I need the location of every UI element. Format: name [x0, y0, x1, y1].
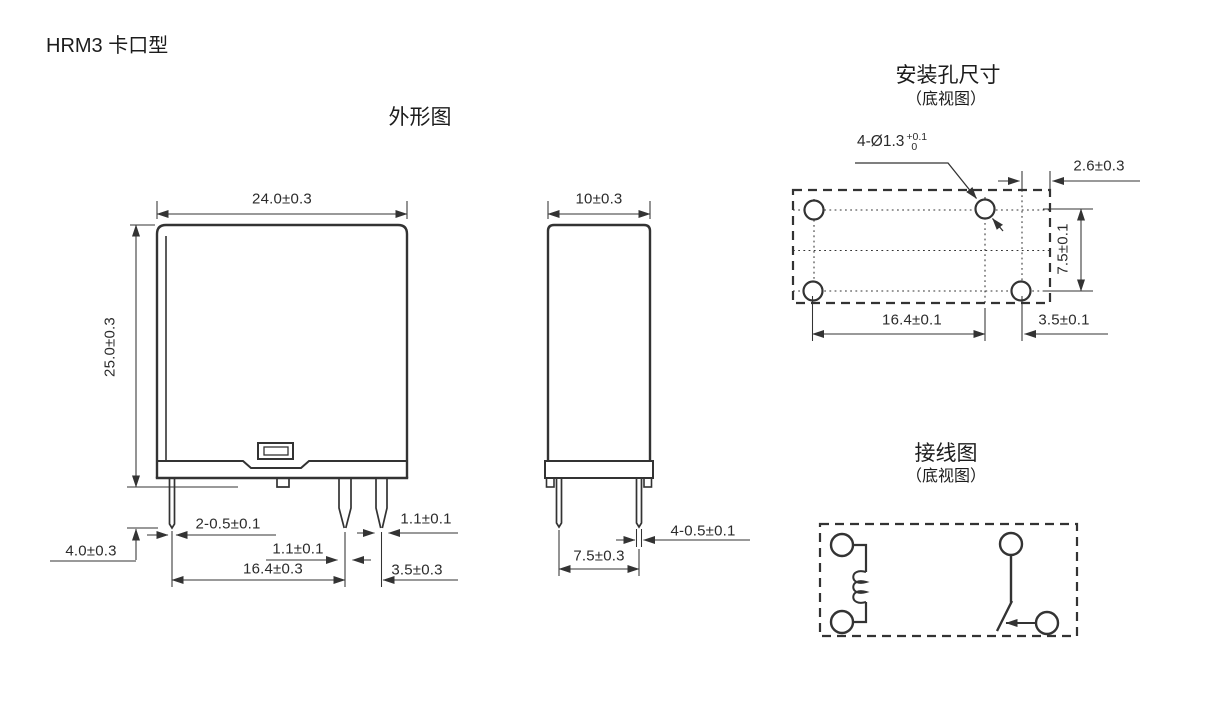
hole-diameter-value: 4-Ø1.3	[857, 133, 905, 150]
relay-body-side	[546, 223, 652, 461]
side-view-drawing	[544, 201, 750, 576]
dim-side-pin-thickness: 4-0.5±0.1	[670, 522, 736, 540]
hole-diameter-callout: 4-Ø1.3 +0.1 0	[857, 131, 928, 153]
wiring-diagram-drawing	[818, 522, 1079, 638]
hole-leader-line	[855, 162, 978, 199]
mount-foot-left	[545, 477, 555, 488]
outline-view-title: 外形图	[388, 106, 452, 129]
dim-mount-col-pitch: 16.4±0.1	[882, 311, 942, 329]
hole-top-right	[974, 198, 996, 220]
hole-tolerance-upper: +0.1	[906, 131, 928, 143]
relay-body-front	[155, 223, 409, 478]
wiring-outline-dashed	[818, 522, 1079, 638]
wiring-view-subtitle: （底视图）	[905, 468, 987, 485]
dim-front-pin-width-center: 1.1±0.1	[272, 540, 324, 558]
dim-front-pin-length: 4.0±0.3	[65, 542, 117, 560]
coil-terminal-bottom	[829, 609, 855, 635]
dim-front-pin-thickness: 2-0.5±0.1	[195, 515, 261, 533]
hole-top-left	[803, 199, 825, 221]
page-title: HRM3 卡口型	[46, 35, 169, 57]
coil-terminal-top	[829, 532, 855, 558]
dim-side-pin-pitch: 7.5±0.3	[573, 547, 625, 565]
mounting-hole-drawing	[791, 162, 1140, 341]
dim-front-width: 24.0±0.3	[252, 190, 312, 208]
switch-symbol	[995, 555, 1014, 632]
mount-foot-right	[643, 477, 653, 488]
dim-mount-edge-offset: 2.6±0.3	[1073, 157, 1125, 175]
dim-front-pin-width-outer: 1.1±0.1	[400, 510, 452, 528]
pin-center-front	[338, 478, 352, 529]
mounting-view-subtitle: （底视图）	[905, 91, 987, 108]
pin-left-side	[555, 478, 563, 529]
contact-terminal-top	[998, 531, 1024, 557]
latch-tab	[276, 478, 290, 488]
pcb-outline-dashed	[791, 188, 1052, 305]
hole-tolerance-lower: 0	[911, 141, 918, 153]
pin-right-side	[635, 478, 643, 529]
dim-front-height: 25.0±0.3	[101, 317, 119, 377]
mounting-view-title: 安装孔尺寸	[895, 64, 1001, 87]
latch-window	[257, 442, 294, 460]
pin-right-front	[375, 478, 388, 529]
contact-terminal-bottom	[1034, 610, 1060, 636]
pin-left-front	[168, 478, 176, 530]
hole-bottom-right	[1010, 280, 1032, 302]
dim-mount-col-offset: 3.5±0.1	[1038, 311, 1090, 329]
dim-side-width: 10±0.3	[575, 190, 623, 208]
front-view-drawing	[50, 201, 458, 587]
wiring-view-title: 接线图	[914, 442, 978, 465]
dim-front-pin-span: 16.4±0.3	[243, 560, 303, 578]
dim-mount-row-pitch: 7.5±0.1	[1054, 223, 1072, 275]
coil-symbol	[852, 570, 870, 604]
dim-front-pin-offset: 3.5±0.3	[391, 561, 443, 579]
